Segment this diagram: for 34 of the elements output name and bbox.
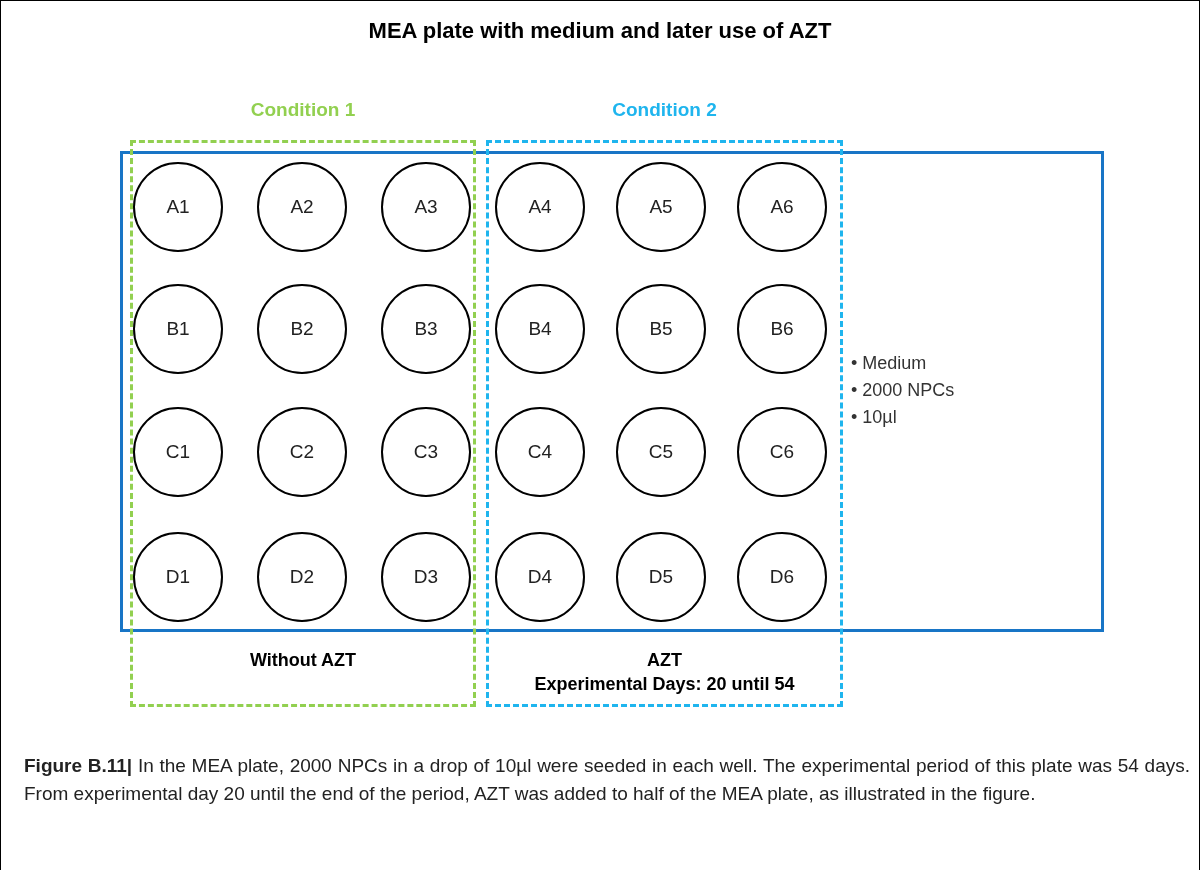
well-circle: A4 [495,162,585,252]
condition-note: AZT Experimental Days: 20 until 54 [533,649,796,696]
well-circle: A3 [381,162,471,252]
well-circle: B1 [133,284,223,374]
group-heading: Condition 2 [611,99,718,121]
bullet-item: • Medium [851,352,928,375]
title: MEA plate with medium and later use of AZT [367,18,833,44]
well-circle: A6 [737,162,827,252]
well-circle: B6 [737,284,827,374]
well-circle: A1 [133,162,223,252]
well-circle: B4 [495,284,585,374]
condition-note: Without AZT [248,649,358,672]
figure-caption: Figure B.11| In the MEA plate, 2000 NPCs in a drop of 10µl were seeded in each well. The experimental period of this plate was 54 days. From experimental day 20 until the end of the period, AZT was added to half of the MEA plate, as illustrated in the figure. [24,754,1190,806]
group-heading: Condition 1 [249,99,357,121]
well-circle: D6 [737,532,827,622]
well-circle: D2 [257,532,347,622]
well-circle: B3 [381,284,471,374]
bullet-item: • 2000 NPCs [851,379,956,402]
well-circle: D1 [133,532,223,622]
well-circle: A2 [257,162,347,252]
well-circle: A5 [616,162,706,252]
well-circle: C4 [495,407,585,497]
well-circle: D5 [616,532,706,622]
well-circle: B2 [257,284,347,374]
well-circle: C1 [133,407,223,497]
well-circle: C2 [257,407,347,497]
plate-outline [120,151,1104,632]
well-circle: D3 [381,532,471,622]
well-circle: C6 [737,407,827,497]
bullet-item: • 10µl [851,406,898,429]
well-circle: C3 [381,407,471,497]
well-circle: C5 [616,407,706,497]
well-circle: D4 [495,532,585,622]
well-circle: B5 [616,284,706,374]
